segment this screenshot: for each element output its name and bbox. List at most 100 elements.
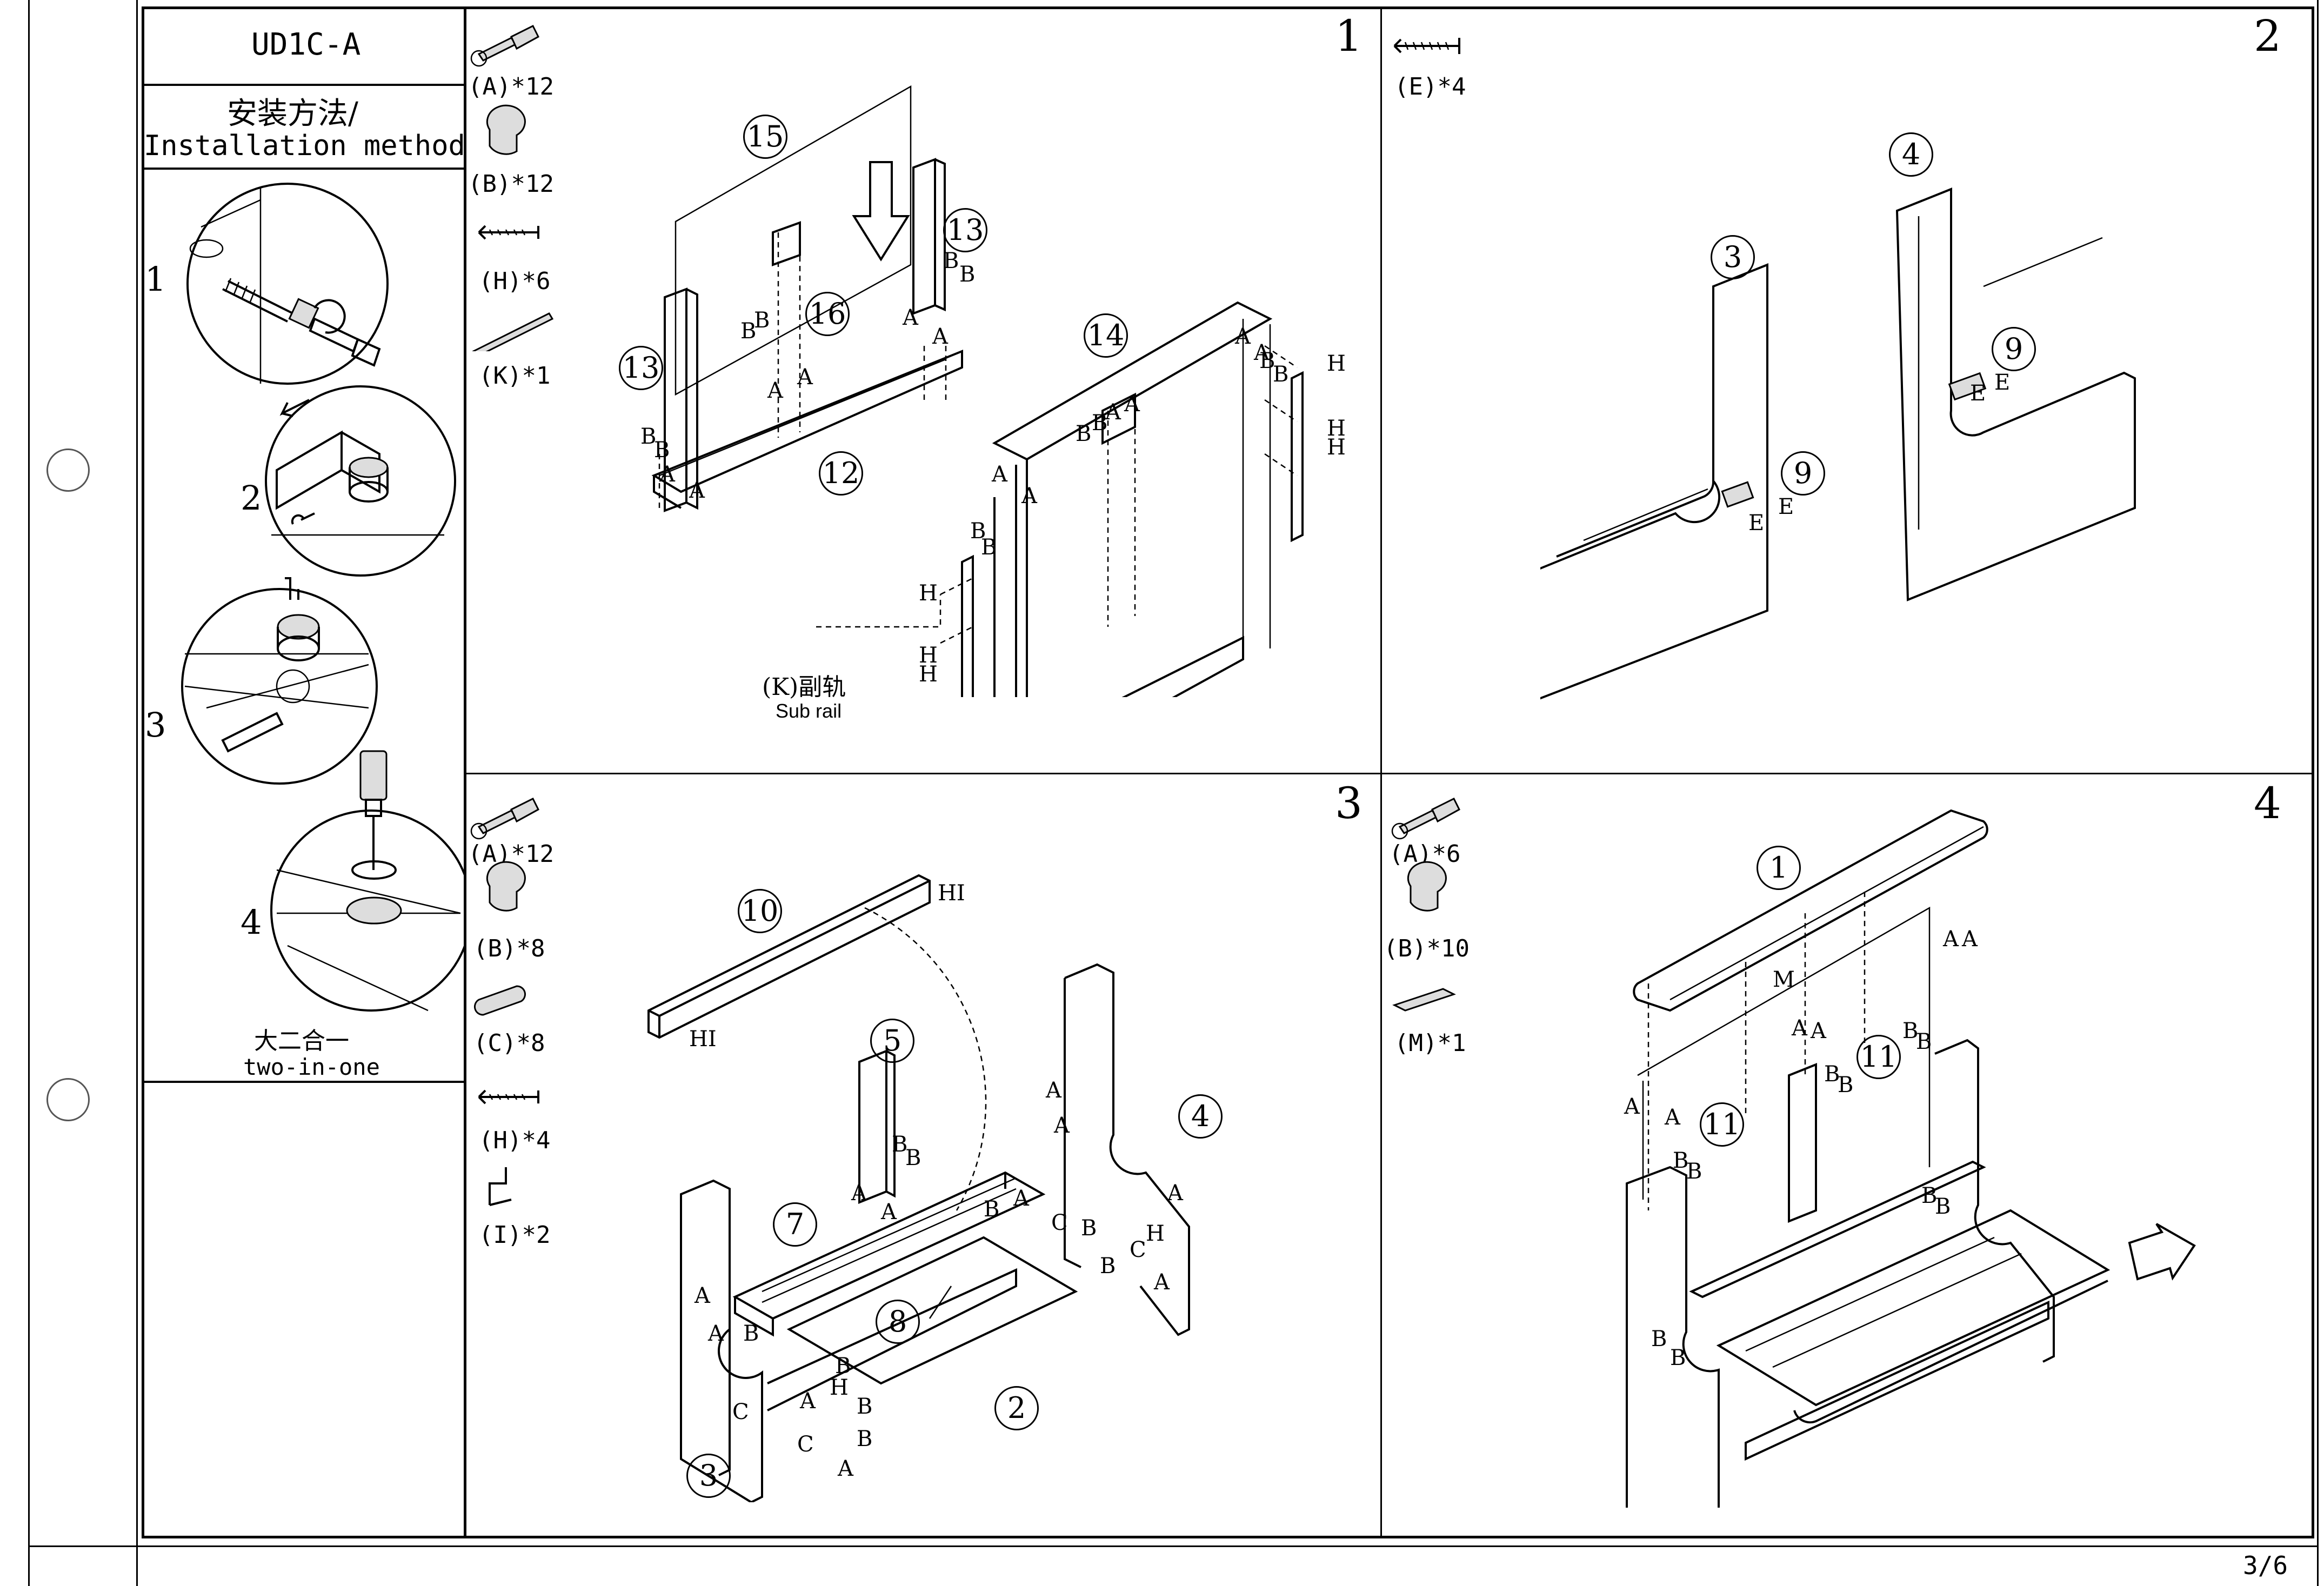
step-1-hardware-h: (H)*6 bbox=[479, 267, 551, 295]
step-3-label-b-7: B bbox=[835, 1354, 851, 1378]
step-1-label-b-10: B bbox=[1092, 411, 1108, 436]
page-number: 3/6 bbox=[2243, 1551, 2288, 1580]
sub-rail-label-en: Sub rail bbox=[776, 700, 842, 722]
step-2-part-9-right: 9 bbox=[1992, 327, 2036, 371]
step-4-hardware-icons bbox=[1391, 797, 1460, 1012]
step-4-label-m: M bbox=[1773, 967, 1795, 992]
step-3-label-c-4: C bbox=[797, 1432, 814, 1457]
two-in-one-cn: 大二合一 bbox=[254, 1027, 349, 1055]
step-1-label-a-3: A bbox=[767, 378, 783, 403]
step-4-label-a-6: A bbox=[1665, 1105, 1680, 1130]
step-3-part-4: 4 bbox=[1178, 1094, 1223, 1139]
step-2-label-e-3: E bbox=[1748, 511, 1765, 536]
step-1-label-b-9: B bbox=[1076, 421, 1092, 446]
step-4-assembly-drawing bbox=[1626, 809, 2196, 1508]
step-3-label-a-10: A bbox=[800, 1389, 816, 1414]
step-4-label-a-2: A bbox=[1962, 927, 1978, 952]
step-1-number: 1 bbox=[1335, 11, 1363, 61]
guide-step-1: 1 bbox=[145, 259, 166, 299]
left-margin-line bbox=[28, 0, 30, 1586]
step-4-label-a-5: A bbox=[1624, 1094, 1640, 1119]
step-1-label-h-2: H bbox=[1327, 416, 1346, 441]
step-1-label-a-10: A bbox=[1124, 392, 1140, 417]
step-4-hardware-b: (B)*10 bbox=[1384, 935, 1470, 962]
install-title-en: Installation method bbox=[144, 130, 465, 162]
step-1-part-12: 12 bbox=[819, 451, 863, 496]
step-3-part-5: 5 bbox=[870, 1019, 914, 1063]
step-1-label-b-8: B bbox=[1273, 362, 1289, 387]
step-4-label-a-4: A bbox=[1811, 1019, 1826, 1043]
step-2-hardware-e: (E)*4 bbox=[1394, 73, 1466, 101]
step-3-number: 3 bbox=[1335, 778, 1363, 828]
step-3-label-a-8: A bbox=[694, 1283, 710, 1308]
step-3-label-hi-1: HI bbox=[938, 881, 965, 906]
guide-step-2: 2 bbox=[241, 478, 262, 518]
header-divider-2 bbox=[142, 168, 465, 170]
step-1-part-16: 16 bbox=[805, 292, 850, 336]
step-4-label-b-4: B bbox=[1838, 1073, 1854, 1098]
step-1-label-b-12: B bbox=[981, 535, 997, 560]
step-3-label-b-9: B bbox=[857, 1427, 873, 1451]
step-3-label-c-3: C bbox=[732, 1400, 749, 1424]
step-1-part-13-right: 13 bbox=[943, 208, 987, 252]
step-4-number: 4 bbox=[2254, 778, 2281, 828]
step-3-label-a-1: A bbox=[851, 1181, 867, 1206]
quadrant-vertical-divider bbox=[1380, 6, 1382, 1538]
step-3-label-hi-2: HI bbox=[689, 1027, 717, 1052]
step-1-label-b-2: B bbox=[959, 262, 976, 287]
step-3-assembly-drawing bbox=[647, 874, 1190, 1502]
step-2-part-3: 3 bbox=[1711, 235, 1755, 279]
step-4-label-a-1: A bbox=[1943, 927, 1959, 952]
step-3-hardware-b: (B)*8 bbox=[473, 935, 545, 962]
step-1-label-b-3: B bbox=[740, 319, 757, 344]
step-1-label-a-7: A bbox=[1235, 324, 1251, 349]
step-2-part-4: 4 bbox=[1889, 132, 1933, 177]
step-1-label-b-5: B bbox=[640, 424, 657, 449]
step-1-label-a-11: A bbox=[992, 462, 1007, 487]
step-2-number: 2 bbox=[2254, 11, 2281, 61]
step-3-label-b-1: B bbox=[892, 1132, 908, 1157]
step-3-hardware-i: (I)*2 bbox=[479, 1221, 551, 1249]
step-3-label-a-2: A bbox=[881, 1200, 897, 1224]
step-1-label-a-6: A bbox=[689, 478, 705, 503]
step-3-label-b-2: B bbox=[905, 1146, 921, 1170]
step-1-label-a-2: A bbox=[932, 324, 948, 349]
main-frame bbox=[142, 6, 2314, 1538]
step-3-hardware-icons bbox=[470, 797, 539, 1206]
step-3-label-b-4: B bbox=[1081, 1216, 1097, 1241]
step-2-label-e-1: E bbox=[1970, 381, 1986, 406]
step-3-part-3: 3 bbox=[686, 1454, 731, 1498]
step-3-part-8: 8 bbox=[876, 1300, 920, 1344]
step-3-label-b-5: B bbox=[1100, 1254, 1116, 1279]
right-margin-line bbox=[2317, 0, 2319, 1586]
step-3-label-a-6: A bbox=[1013, 1186, 1029, 1211]
step-4-part-1: 1 bbox=[1757, 846, 1801, 890]
step-1-hardware-b: (B)*12 bbox=[468, 170, 554, 198]
step-1-label-a-12: A bbox=[1021, 484, 1037, 508]
step-3-label-c-1: C bbox=[1051, 1210, 1068, 1235]
step-4-label-b-9: B bbox=[1651, 1327, 1667, 1351]
step-1-hardware-icons bbox=[470, 24, 554, 351]
step-1-label-a-4: A bbox=[797, 365, 813, 390]
step-1-label-h-5: H bbox=[919, 643, 938, 668]
step-3-hardware-h: (H)*4 bbox=[479, 1127, 551, 1154]
step-4-label-b-1: B bbox=[1902, 1019, 1919, 1043]
step-1-part-13-left: 13 bbox=[619, 346, 663, 390]
guide-step-4: 4 bbox=[241, 902, 262, 942]
step-4-label-b-10: B bbox=[1670, 1346, 1686, 1370]
step-3-label-b-6: B bbox=[743, 1321, 759, 1346]
step-3-label-a-7: A bbox=[1154, 1270, 1170, 1295]
step-3-part-10: 10 bbox=[738, 889, 782, 933]
step-2-hardware-icon bbox=[1393, 38, 1460, 54]
quadrant-horizontal-divider bbox=[464, 773, 2314, 774]
step-1-label-b-7: B bbox=[1259, 349, 1275, 373]
header-divider-1 bbox=[142, 84, 465, 86]
step-1-label-a-9: A bbox=[1105, 400, 1121, 425]
step-1-label-a-1: A bbox=[903, 305, 918, 330]
step-4-label-b-5: B bbox=[1673, 1148, 1689, 1173]
step-1-label-h-4: H bbox=[919, 581, 938, 606]
step-1-part-15: 15 bbox=[743, 115, 787, 159]
step-1-label-h-6: H bbox=[919, 662, 938, 687]
step-2-assembly-drawing bbox=[1540, 188, 2136, 700]
step-1-label-a-8: A bbox=[1254, 340, 1270, 365]
